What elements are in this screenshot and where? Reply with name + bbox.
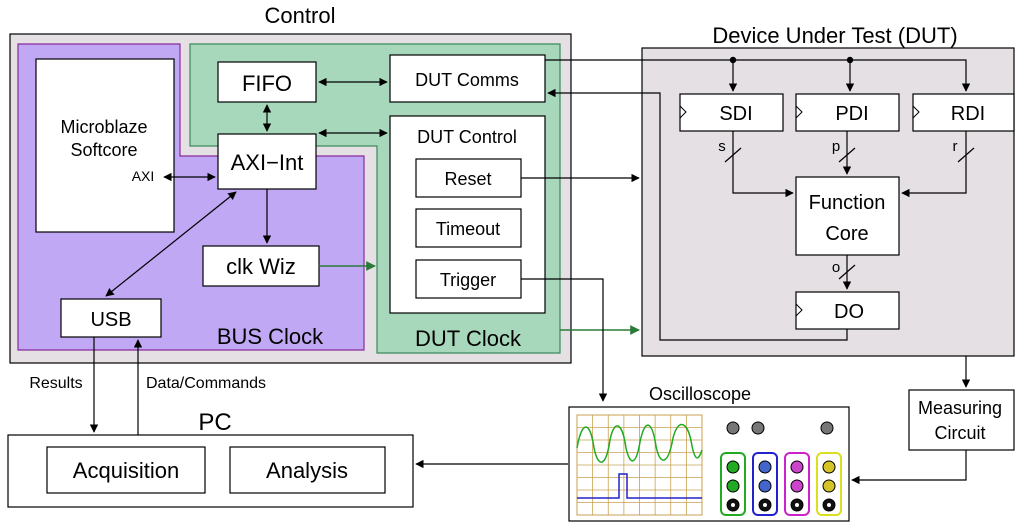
microblaze-axi-port: AXI xyxy=(132,168,155,184)
do-label: DO xyxy=(834,301,864,323)
fifo-box xyxy=(217,61,317,103)
dut-control-label: DUT Control xyxy=(417,127,517,147)
measuring-to-scope xyxy=(851,450,967,485)
analysis-box xyxy=(229,446,386,494)
scope-knob-3 xyxy=(820,421,834,435)
scope-knob-2 xyxy=(751,421,765,435)
dut-comms-label: DUT Comms xyxy=(415,70,519,90)
data-commands-label: Data/Commands xyxy=(146,375,266,392)
control-title: Control xyxy=(265,3,336,28)
junction-dot-1 xyxy=(729,56,737,64)
bus-width-p: p xyxy=(832,138,840,155)
axi-usb-link xyxy=(105,191,237,297)
ch3-jack-center xyxy=(795,503,799,507)
measuring-label-2: Circuit xyxy=(934,423,985,443)
dutcomms-to-inputs-bus xyxy=(545,59,971,92)
ch4-knob-top xyxy=(822,460,836,474)
fifo-label: FIFO xyxy=(242,71,292,96)
ch3-knob-top xyxy=(790,460,804,474)
pdi-clock-marker xyxy=(795,105,803,119)
bus-slash-p xyxy=(838,147,856,163)
ch4-knob-mid xyxy=(822,479,836,493)
analysis-label: Analysis xyxy=(266,458,348,483)
trigger-box xyxy=(415,259,522,299)
sdi-to-core xyxy=(732,131,794,198)
bus-width-o: o xyxy=(832,259,840,276)
scope-wave-blue xyxy=(577,473,702,499)
usb-label: USB xyxy=(90,309,131,331)
ch3-knob-mid xyxy=(790,479,804,493)
function-core-label-1: Function xyxy=(809,192,886,214)
ch2-jack-center xyxy=(763,503,767,507)
trigger-label: Trigger xyxy=(440,270,496,290)
ch1-knob-top xyxy=(726,460,740,474)
junction-dot-2 xyxy=(846,56,854,64)
bus-width-r: r xyxy=(953,138,958,155)
bus-slash-r xyxy=(957,147,975,163)
axi-int-label: AXI−Int xyxy=(231,150,304,175)
measuring-box xyxy=(908,389,1015,451)
usb-box xyxy=(60,298,162,338)
sdi-clock-marker xyxy=(679,105,687,119)
microblaze-label-1: Microblaze xyxy=(60,117,147,137)
rdi-clock-marker xyxy=(912,105,920,119)
reset-box xyxy=(415,158,522,198)
bus-width-s: s xyxy=(718,138,726,155)
timeout-label: Timeout xyxy=(436,219,500,239)
dut-title: Device Under Test (DUT) xyxy=(712,23,957,48)
pc-title: PC xyxy=(198,409,231,436)
acquisition-label: Acquisition xyxy=(73,458,179,483)
bus-clock-label: BUS Clock xyxy=(217,324,324,349)
reset-label: Reset xyxy=(444,169,491,189)
ch4-jack-center xyxy=(827,503,831,507)
acquisition-box xyxy=(46,446,206,494)
clk-wiz-label: clk Wiz xyxy=(226,254,296,279)
ch2-knob-mid xyxy=(758,479,772,493)
scope-wave-green xyxy=(576,424,703,463)
dut-comms-box xyxy=(389,54,546,103)
bus-slash-o xyxy=(838,264,856,280)
pdi-label: PDI xyxy=(835,103,868,125)
microblaze-label-2: Softcore xyxy=(70,140,137,160)
ch1-jack-center xyxy=(731,503,735,507)
do-to-dutcomms xyxy=(547,88,848,341)
results-label: Results xyxy=(29,375,82,392)
do-clock-marker xyxy=(795,303,803,317)
timeout-box xyxy=(415,208,522,248)
measuring-label-1: Measuring xyxy=(918,398,1002,418)
trigger-to-scope xyxy=(521,278,608,402)
ch2-knob-top xyxy=(758,460,772,474)
ch1-knob-mid xyxy=(726,479,740,493)
dut-clock-label: DUT Clock xyxy=(415,326,522,351)
pdi-box xyxy=(795,93,900,132)
function-core-label-2: Core xyxy=(825,223,868,245)
sdi-label: SDI xyxy=(719,103,752,125)
scope-knob-1 xyxy=(726,421,740,435)
sdi-box xyxy=(679,93,784,132)
bus-slash-s xyxy=(724,147,742,163)
rdi-label: RDI xyxy=(951,103,985,125)
rdi-box xyxy=(912,93,1015,132)
rdi-to-core xyxy=(901,131,967,198)
oscilloscope-title: Oscilloscope xyxy=(649,384,751,404)
do-box xyxy=(795,291,900,330)
